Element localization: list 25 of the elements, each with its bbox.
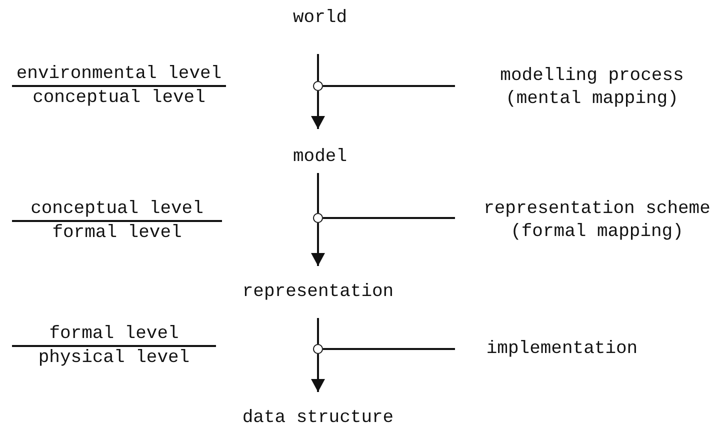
junction-circle [313,81,323,91]
stage-label: representation [238,266,398,318]
connector-line [317,318,319,344]
level-label: formal level [48,323,180,345]
junction-circle [313,344,323,354]
level-label: physical level [37,346,191,369]
level-label: formal level [51,222,183,244]
arrow [311,223,325,266]
connector-line [323,85,455,87]
connector-line [317,173,319,213]
process-label: modelling process (mental mapping) [455,65,705,111]
connector-line [317,54,319,81]
junction-circle [313,213,323,223]
stage-label: data structure [238,392,398,430]
process-label: implementation [455,338,645,360]
arrow [311,91,325,129]
connector-line [323,348,455,350]
process-label: representation scheme (formal mapping) [455,198,715,244]
connector-line [323,217,455,219]
level-label: conceptual level [32,86,206,109]
level-label: environmental level [15,63,223,85]
level-label: conceptual level [30,198,204,220]
stage-label: world [288,4,351,54]
stage-label: model [288,129,351,173]
arrow [311,354,325,392]
